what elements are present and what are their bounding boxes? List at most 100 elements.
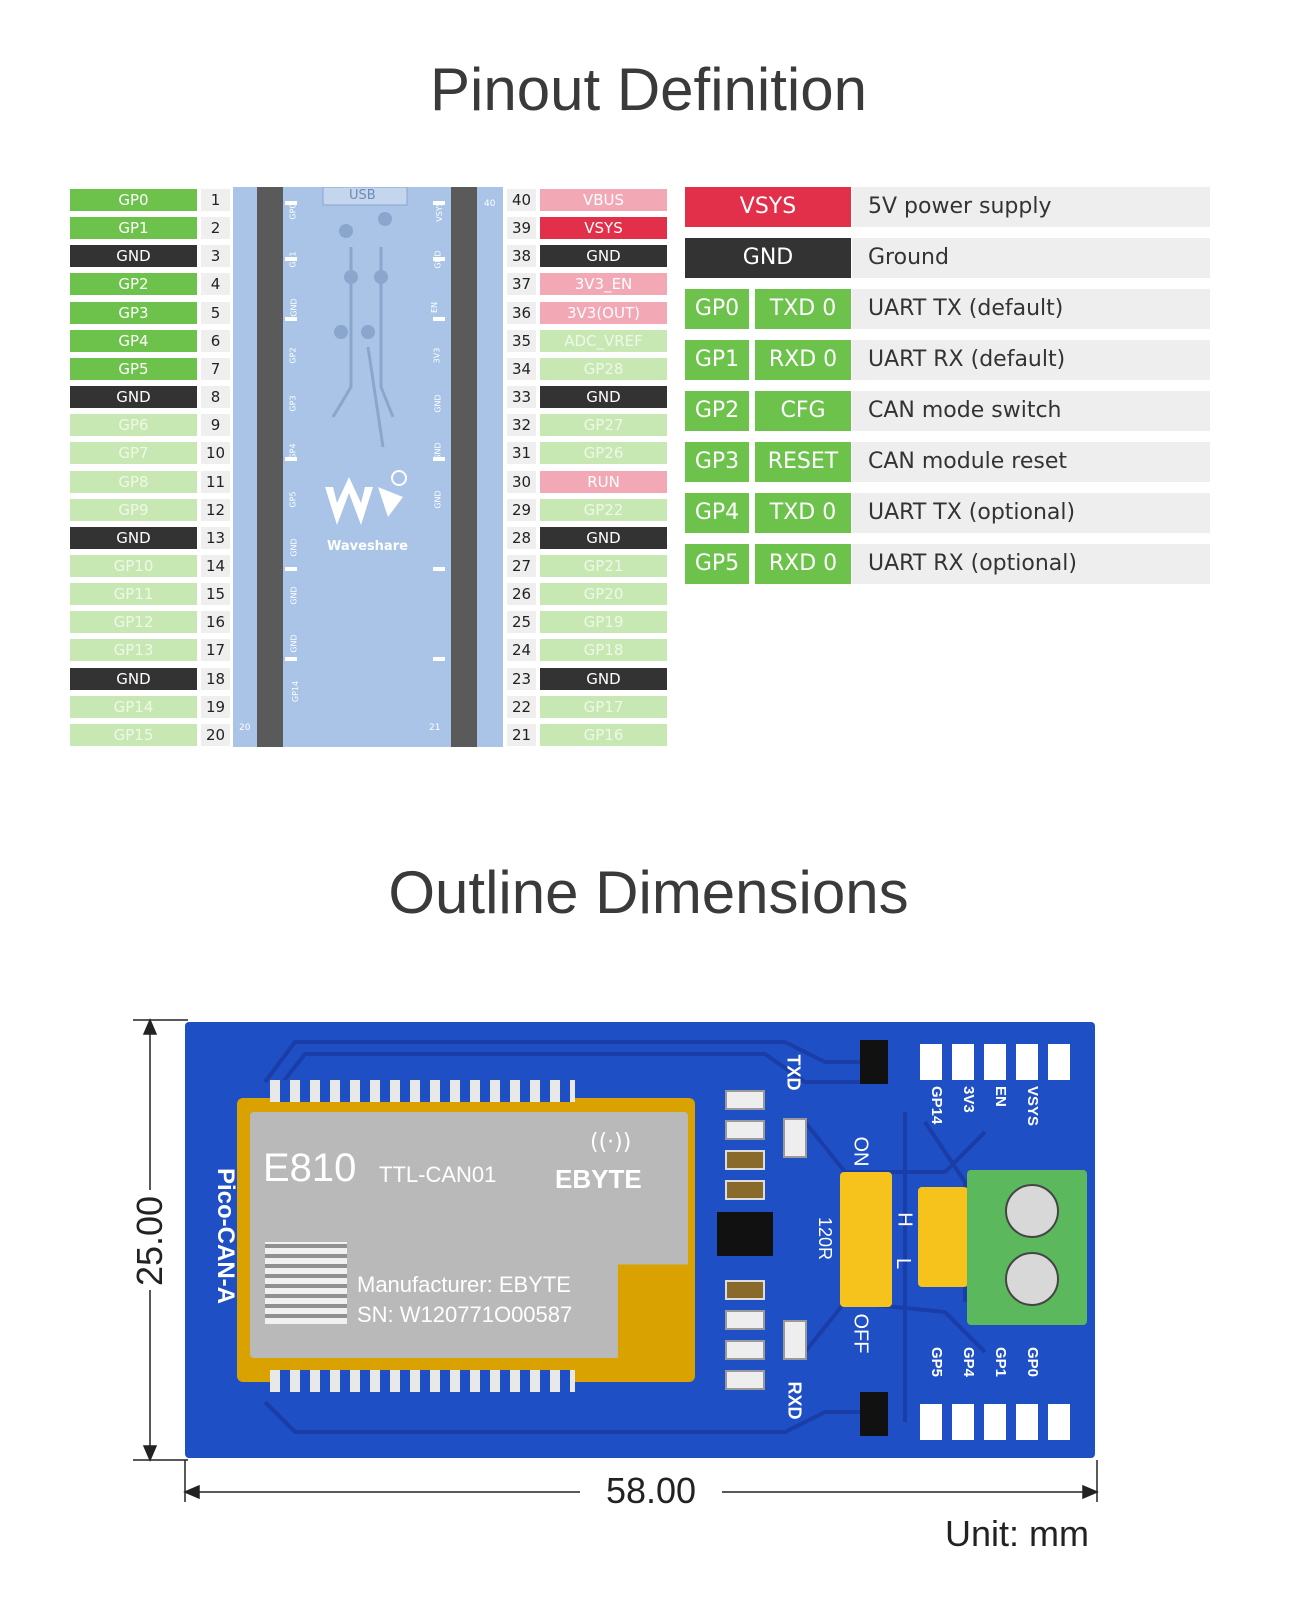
legend-description: UART RX (optional) [852, 544, 1210, 584]
width-dimension: 58.00 [605, 1470, 697, 1511]
h-l-jumper[interactable] [918, 1187, 968, 1287]
right-pin-label: VBUS [540, 189, 667, 211]
left-pin-label: GP13 [70, 639, 197, 662]
header-pin-label: GP14 [928, 1086, 945, 1125]
legend-function: TXD 0 [755, 289, 851, 329]
header-pin-label: 3V3 [960, 1086, 977, 1113]
right-pin-label: GP22 [540, 498, 667, 521]
legend-pin: GP1 [685, 340, 749, 380]
silk-label: GND [433, 394, 443, 413]
legend-function: TXD 0 [755, 493, 851, 533]
screw-icon [1005, 1252, 1059, 1306]
right-pin-label: GP21 [540, 554, 667, 577]
right-pin-label: ADC_VREF [540, 329, 667, 352]
left-pin-number: 19 [201, 695, 230, 718]
right-header [451, 187, 477, 747]
left-header [257, 187, 283, 747]
left-pin-number: 18 [201, 667, 230, 690]
waveshare-logo-icon [325, 470, 407, 525]
legend-pin: GP2 [685, 391, 749, 431]
right-pin-number: 34 [507, 357, 536, 380]
silk-label: 3V3 [432, 347, 442, 364]
legend-pin: VSYS [685, 187, 851, 227]
left-pin-number: 6 [201, 329, 230, 352]
left-pin-number: 7 [201, 357, 230, 380]
module-pins-bottom [270, 1370, 575, 1392]
silk-label: GP2 [288, 347, 298, 364]
left-pin-label: GP8 [70, 470, 197, 493]
legend-description: UART RX (default) [852, 340, 1210, 380]
off-label: OFF [849, 1313, 872, 1354]
left-pin-label: GP10 [70, 554, 197, 577]
silk-label: EN [430, 301, 440, 314]
left-pin-label: GP12 [70, 611, 197, 634]
legend-function: RESET [755, 442, 851, 482]
legend-description: 5V power supply [852, 187, 1210, 227]
header-pin-label: GP4 [960, 1347, 977, 1378]
right-pin-label: GP26 [540, 442, 667, 465]
left-pin-label: GND [70, 245, 197, 268]
left-pin-label: GP3 [70, 301, 197, 324]
header-pin-label: GP5 [928, 1347, 945, 1378]
can-board: E810 TTL-CAN01 ((·)) EBYTE Manufacturer:… [185, 1022, 1095, 1458]
qr-code-icon [265, 1242, 347, 1324]
r120-label: 120R [815, 1216, 836, 1261]
screw-icon [1005, 1184, 1059, 1238]
left-pin-number: 11 [201, 470, 230, 493]
right-pin-number: 25 [507, 611, 536, 634]
silk-label: GP1 [288, 251, 298, 268]
silk-label: GND [289, 586, 299, 605]
right-pin-label: GP17 [540, 695, 667, 718]
left-pin-number: 13 [201, 526, 230, 549]
left-pin-number: 8 [201, 386, 230, 409]
wireless-icon: ((·)) [590, 1130, 632, 1155]
left-pin-label: GP11 [70, 583, 197, 606]
right-pin-label: GND [540, 386, 667, 409]
pico-board-traces [285, 187, 445, 661]
screw-terminal[interactable] [967, 1170, 1087, 1325]
module-sub: TTL-CAN01 [379, 1162, 497, 1187]
left-pin-label: GP6 [70, 414, 197, 437]
unit-label: Unit: mm [945, 1513, 1089, 1554]
legend-pin: GP5 [685, 544, 749, 584]
left-pin-label: GP14 [70, 695, 197, 718]
right-pin-label: RUN [540, 470, 667, 493]
header-pin-label: GP1 [992, 1347, 1009, 1378]
module-brand: EBYTE [555, 1164, 642, 1194]
right-pin-number: 27 [507, 554, 536, 577]
silk-label: GND [289, 538, 299, 557]
silk-label: GND [289, 298, 299, 317]
manufacturer-text: Manufacturer: EBYTE [357, 1272, 571, 1297]
left-pin-number: 20 [201, 723, 230, 746]
legend-function: RXD 0 [755, 544, 851, 584]
left-pin-number: 4 [201, 273, 230, 296]
left-pin-number: 5 [201, 301, 230, 324]
right-pin-label: VSYS [540, 217, 667, 240]
termination-jumper[interactable] [840, 1172, 892, 1307]
module-model: E810 [263, 1146, 357, 1190]
silk-label: GND [433, 250, 443, 269]
header-pin-label: VSYS [1024, 1086, 1041, 1127]
silk-label: GP5 [288, 491, 298, 508]
on-label: ON [849, 1136, 872, 1167]
right-pin-number: 32 [507, 414, 536, 437]
legend-pin: GP4 [685, 493, 749, 533]
right-pin-number: 22 [507, 695, 536, 718]
left-pin-number: 10 [201, 442, 230, 465]
silk-label: GND [433, 442, 443, 461]
corner-num-21: 21 [429, 723, 441, 733]
right-pin-label: GP27 [540, 414, 667, 437]
legend-pin: GND [685, 238, 851, 278]
legend-function: RXD 0 [755, 340, 851, 380]
left-pin-label: GND [70, 526, 197, 549]
right-pin-number: 38 [507, 245, 536, 268]
right-pin-label: GP28 [540, 357, 667, 380]
silk-label: VSYS [434, 201, 444, 222]
brand-label: Waveshare [327, 539, 408, 554]
module-pins-top [270, 1080, 575, 1102]
right-pin-number: 37 [507, 273, 536, 296]
legend-function: CFG [755, 391, 851, 431]
right-pin-number: 23 [507, 667, 536, 690]
left-pin-number: 9 [201, 414, 230, 437]
